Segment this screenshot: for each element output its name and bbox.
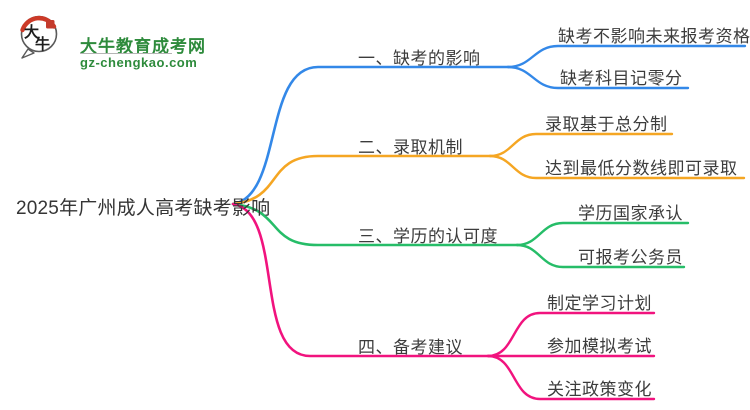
branch-3-child-2-line bbox=[515, 243, 686, 269]
branch-2-child-2-label: 达到最低分数线即可录取 bbox=[545, 159, 738, 178]
branch-4-main-line bbox=[231, 202, 490, 358]
branch-1-main-line bbox=[231, 65, 510, 206]
logo-divider bbox=[80, 53, 172, 54]
branch-3-label: 三、学历的认可度 bbox=[358, 227, 498, 246]
branch-4-child-3-line bbox=[486, 354, 656, 401]
icon-char-da: 大 bbox=[24, 23, 39, 41]
branch-2-label: 二、录取机制 bbox=[358, 138, 463, 157]
branch-1-label: 一、缺考的影响 bbox=[358, 49, 481, 68]
logo-subtitle: gz-chengkao.com bbox=[80, 55, 198, 70]
branch-4-child-1-line bbox=[486, 311, 656, 358]
branch-2-child-2-line bbox=[488, 154, 746, 180]
icon-char-niu: 牛 bbox=[35, 35, 50, 53]
branch-2-main-line bbox=[231, 154, 492, 206]
branch-1-child-2-line bbox=[506, 65, 690, 90]
branch-4-child-3-label: 关注政策变化 bbox=[547, 380, 652, 399]
red-seal bbox=[46, 20, 55, 29]
logo-title: 大牛教育成考网 bbox=[80, 37, 206, 56]
branch-4-child-2-label: 参加模拟考试 bbox=[547, 337, 652, 356]
branch-1-child-1-label: 缺考不影响未来报考资格 bbox=[558, 27, 750, 46]
branch-2-child-1-line bbox=[488, 132, 674, 158]
branch-1-child-1-line bbox=[506, 44, 747, 69]
branch-3-child-1-line bbox=[515, 221, 690, 247]
branch-2-child-1-label: 录取基于总分制 bbox=[545, 115, 668, 134]
site-logo[interactable]: 大 牛 大牛教育成考网 gz-chengkao.com bbox=[18, 12, 205, 70]
branch-4-child-1-label: 制定学习计划 bbox=[547, 294, 652, 313]
branch-1-child-2-label: 缺考科目记零分 bbox=[560, 69, 683, 88]
branch-3-main-line bbox=[231, 202, 519, 247]
branch-4-label: 四、备考建议 bbox=[358, 338, 463, 357]
ox-mascot-icon: 大 牛 bbox=[20, 15, 58, 59]
branch-3-child-2-label: 可报考公务员 bbox=[578, 248, 683, 267]
root-node: 2025年广州成人高考缺考影响 bbox=[16, 198, 271, 219]
branch-3-child-1-label: 学历国家承认 bbox=[578, 204, 683, 223]
